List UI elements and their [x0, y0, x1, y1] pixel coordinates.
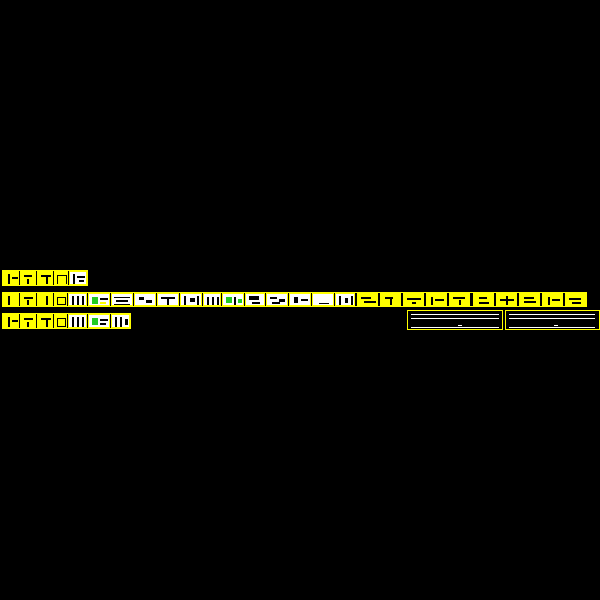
drawing-sheet[interactable] [180, 293, 202, 306]
drawing-sheet[interactable] [134, 293, 156, 306]
sheet-row-2 [2, 292, 587, 307]
drawing-sheet[interactable] [426, 293, 447, 306]
drawing-sheet[interactable] [312, 293, 334, 306]
drawing-sheet[interactable] [519, 293, 540, 306]
drawing-sheet[interactable] [37, 271, 53, 285]
drawing-sheet[interactable] [20, 293, 36, 306]
drawing-sheet[interactable] [266, 293, 288, 306]
drawing-sheet[interactable] [68, 293, 87, 306]
drawing-sheet[interactable] [37, 314, 53, 328]
drawing-sheet[interactable] [245, 293, 265, 306]
drawing-sheet[interactable] [473, 293, 494, 306]
drawing-sheet[interactable] [222, 293, 244, 306]
drawing-sheet[interactable] [54, 293, 67, 306]
drawing-sheet[interactable] [20, 314, 36, 328]
drawing-sheet[interactable] [54, 314, 67, 328]
drawing-sheet[interactable] [289, 293, 311, 306]
drawing-sheet[interactable] [3, 314, 19, 328]
drawing-sheet[interactable] [69, 271, 87, 285]
drawing-sheet[interactable] [157, 293, 179, 306]
drawing-sheet[interactable] [111, 293, 133, 306]
sheet-row-1 [2, 270, 88, 286]
drawing-sheet[interactable] [3, 293, 19, 306]
drawing-sheet[interactable] [496, 293, 517, 306]
drawing-sheet[interactable] [88, 293, 110, 306]
drawing-sheet[interactable] [335, 293, 355, 306]
drawing-sheet[interactable] [68, 314, 87, 328]
drawing-sheet[interactable] [203, 293, 221, 306]
drawing-sheet[interactable] [20, 271, 36, 285]
drawing-sheet[interactable] [380, 293, 401, 306]
drawing-sheet[interactable] [54, 271, 68, 285]
drawing-sheet[interactable] [111, 314, 130, 328]
drawing-sheet-long[interactable] [407, 310, 503, 330]
drawing-sheet-long[interactable] [505, 310, 600, 330]
drawing-sheet[interactable] [542, 293, 563, 306]
drawing-sheet[interactable] [3, 271, 19, 285]
sheet-row-3 [2, 313, 131, 329]
drawing-sheet[interactable] [88, 314, 110, 328]
drawing-sheet[interactable] [37, 293, 53, 306]
drawing-sheet[interactable] [449, 293, 470, 306]
drawing-sheet[interactable] [357, 293, 378, 306]
drawing-sheet[interactable] [403, 293, 424, 306]
drawing-sheet[interactable] [565, 293, 586, 306]
